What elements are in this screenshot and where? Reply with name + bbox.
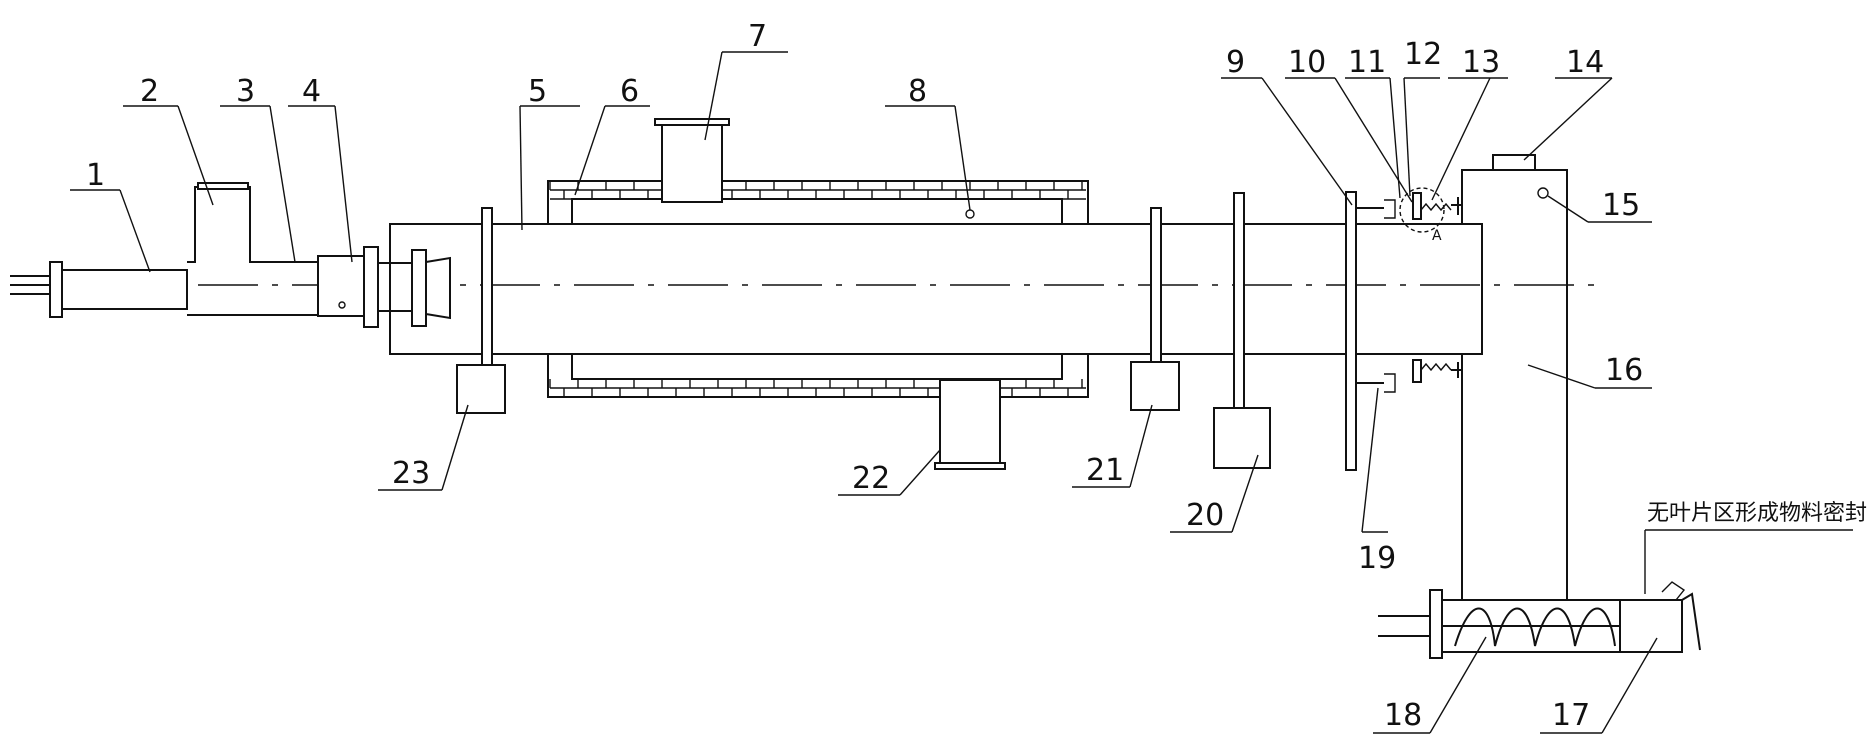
rotary-drum [389,223,1483,355]
leader-lines [70,51,1853,734]
label-15: 15 [1602,188,1640,223]
label-5: 5 [528,74,547,109]
label-13: 13 [1462,45,1500,80]
label-19: 19 [1358,541,1396,576]
label-1: 1 [86,158,105,193]
label-18: 18 [1384,698,1422,733]
label-20: 20 [1186,498,1224,533]
exhaust-stack [654,118,730,203]
label-7: 7 [748,19,767,54]
sensor-point [965,209,975,219]
label-17: 17 [1552,698,1590,733]
label-14: 14 [1566,45,1604,80]
discharge-screw [1378,581,1701,659]
feed-hopper [187,182,329,316]
label-3: 3 [236,74,255,109]
label-22: 22 [852,461,890,496]
label-21: 21 [1086,453,1124,488]
support-ring-21 [1130,207,1180,411]
label-8: 8 [908,74,927,109]
label-10: 10 [1288,45,1326,80]
label-12: 12 [1404,37,1442,72]
label-6: 6 [620,74,639,109]
feed-motor-assembly [10,261,188,318]
label-4: 4 [302,74,321,109]
label-2: 2 [140,74,159,109]
detail-a-mark: A [1432,228,1442,244]
flange-coupling [317,246,451,328]
bottom-inlet [934,379,1006,470]
discharge-hood [1461,154,1568,594]
label-16: 16 [1605,353,1643,388]
brick-jacket [547,180,1089,398]
drive-gear-20 [1213,192,1271,469]
label-11: 11 [1348,45,1386,80]
material-seal-note: 无叶片区形成物料密封 [1647,501,1867,526]
seal-detail-a: A [1399,187,1462,383]
label-9: 9 [1226,45,1245,80]
label-23: 23 [392,456,430,491]
end-seal-plate [1345,191,1396,471]
support-ring-23 [456,207,506,414]
